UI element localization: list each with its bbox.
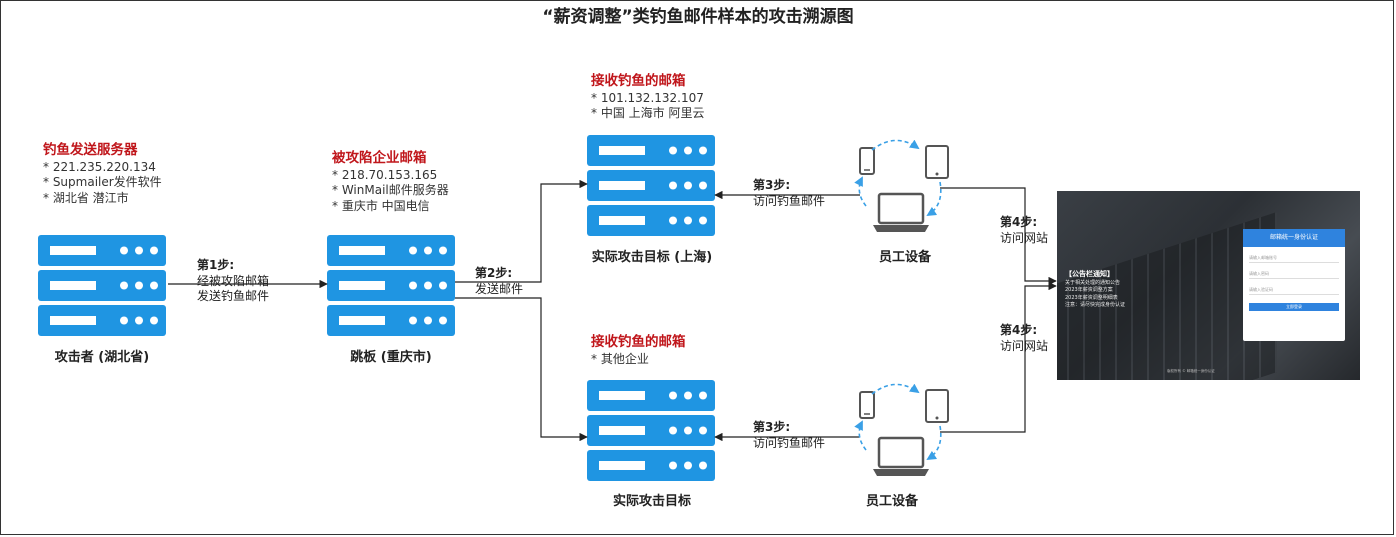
target-bottom-info: 接收钓鱼的邮箱 * 其他企业	[591, 334, 686, 367]
phone-icon	[859, 147, 875, 175]
diagram-title: “薪资调整”类钓鱼邮件样本的攻击溯源图	[542, 7, 854, 27]
tablet-icon	[925, 389, 949, 423]
device-cluster-bottom	[854, 383, 949, 478]
step1-line: 发送钓鱼邮件	[197, 289, 270, 304]
cycle-arrows-icon	[854, 139, 942, 217]
step3-title: 第3步:	[753, 420, 791, 434]
target-bottom-caption: 实际攻击目标	[612, 494, 691, 509]
relay-heading: 被攻陷企业邮箱	[332, 150, 427, 166]
step1-label: 第1步: 经被攻陷邮箱 发送钓鱼邮件	[197, 258, 269, 305]
attacker-info: 钓鱼发送服务器 * 221.235.220.134 * Supmailer发件软…	[43, 142, 162, 206]
tablet-icon	[925, 145, 949, 179]
notice-line: 注意：请尽快完成身份认证	[1065, 302, 1126, 308]
relay-server-stack	[327, 235, 455, 336]
notice-line: 关于相关处理的通知公告	[1065, 279, 1121, 286]
password-field[interactable]: 请输入密码	[1249, 269, 1339, 279]
attacker-line: * 湖北省 潜江市	[43, 190, 129, 205]
step4-line: 访问网站	[1000, 230, 1049, 245]
phone-icon	[859, 391, 875, 419]
username-field[interactable]: 请输入邮箱账号	[1249, 253, 1339, 263]
attacker-line: * 221.235.220.134	[43, 159, 156, 174]
step4-title: 第4步:	[1000, 323, 1038, 337]
step2-title: 第2步:	[475, 266, 513, 280]
server-icon	[587, 205, 715, 236]
step3-line: 访问钓鱼邮件	[753, 435, 826, 450]
step3-line: 访问钓鱼邮件	[753, 193, 826, 208]
target-top-server-stack	[587, 135, 715, 236]
server-icon	[38, 270, 166, 301]
arrow-step4-bottom	[940, 281, 1057, 433]
step4-title: 第4步:	[1000, 215, 1038, 229]
target-top-line: * 101.132.132.107	[591, 90, 704, 105]
server-icon	[587, 170, 715, 201]
server-icon	[327, 270, 455, 301]
login-panel: 邮箱统一身份认证 请输入邮箱账号 请输入密码 请输入验证码 立即登录	[1243, 229, 1345, 341]
laptop-icon	[871, 436, 931, 478]
step2-line: 发送邮件	[475, 281, 524, 296]
target-bottom-server-stack	[587, 380, 715, 481]
relay-line: * 重庆市 中国电信	[332, 198, 430, 213]
step4-line: 访问网站	[1000, 338, 1049, 353]
step4-label-bottom: 第4步: 访问网站	[1000, 323, 1048, 354]
step3-label-bottom: 第3步: 访问钓鱼邮件	[753, 420, 825, 451]
relay-line: * WinMail邮件服务器	[332, 183, 449, 198]
captcha-field[interactable]: 请输入验证码	[1249, 285, 1339, 295]
device-caption-top: 员工设备	[878, 250, 931, 265]
cycle-arrows-icon	[854, 383, 942, 461]
server-icon	[38, 305, 166, 336]
server-icon	[587, 135, 715, 166]
phishing-site-screenshot: 【公告栏通知】 关于相关处理的通知公告 2023年薪资调整方案 2023年薪资调…	[1057, 191, 1360, 380]
device-cluster-top	[854, 139, 949, 234]
notice-board: 【公告栏通知】 关于相关处理的通知公告 2023年薪资调整方案 2023年薪资调…	[1065, 269, 1235, 310]
step3-label-top: 第3步: 访问钓鱼邮件	[753, 178, 825, 209]
target-top-line: * 中国 上海市 阿里云	[591, 106, 705, 121]
site-footer: 版权所有 © 邮箱统一身份认证	[1167, 369, 1215, 373]
step2-label: 第2步: 发送邮件	[475, 266, 523, 297]
target-bottom-line: * 其他企业	[591, 351, 649, 366]
target-top-heading: 接收钓鱼的邮箱	[591, 73, 686, 89]
server-icon	[587, 450, 715, 481]
relay-caption: 跳板 (重庆市)	[350, 350, 432, 365]
step1-title: 第1步:	[197, 258, 235, 272]
login-button[interactable]: 立即登录	[1249, 303, 1339, 311]
notice-title: 【公告栏通知】	[1065, 270, 1114, 278]
attacker-line: * Supmailer发件软件	[43, 175, 162, 190]
server-icon	[38, 235, 166, 266]
laptop-icon	[871, 192, 931, 234]
arrow-step2-bottom	[455, 297, 588, 442]
arrow-step2-top	[455, 179, 588, 283]
attacker-heading: 钓鱼发送服务器	[43, 142, 138, 158]
attacker-caption: 攻击者 (湖北省)	[54, 350, 150, 365]
relay-line: * 218.70.153.165	[332, 167, 438, 182]
target-top-caption: 实际攻击目标 (上海)	[591, 250, 713, 265]
arrow-step4-top	[940, 187, 1057, 286]
server-icon	[327, 305, 455, 336]
target-top-info: 接收钓鱼的邮箱 * 101.132.132.107 * 中国 上海市 阿里云	[591, 73, 704, 122]
device-caption-bottom: 员工设备	[865, 494, 918, 509]
step4-label-top: 第4步: 访问网站	[1000, 215, 1048, 246]
notice-line: 2023年薪资调整明细表	[1065, 294, 1118, 301]
server-icon	[587, 380, 715, 411]
target-bottom-heading: 接收钓鱼的邮箱	[591, 334, 686, 350]
attacker-server-stack	[38, 235, 166, 336]
login-header: 邮箱统一身份认证	[1243, 229, 1345, 247]
server-icon	[587, 415, 715, 446]
step3-title: 第3步:	[753, 178, 791, 192]
notice-line: 2023年薪资调整方案	[1065, 287, 1113, 293]
relay-info: 被攻陷企业邮箱 * 218.70.153.165 * WinMail邮件服务器 …	[332, 150, 449, 214]
step1-line: 经被攻陷邮箱	[197, 273, 270, 288]
server-icon	[327, 235, 455, 266]
